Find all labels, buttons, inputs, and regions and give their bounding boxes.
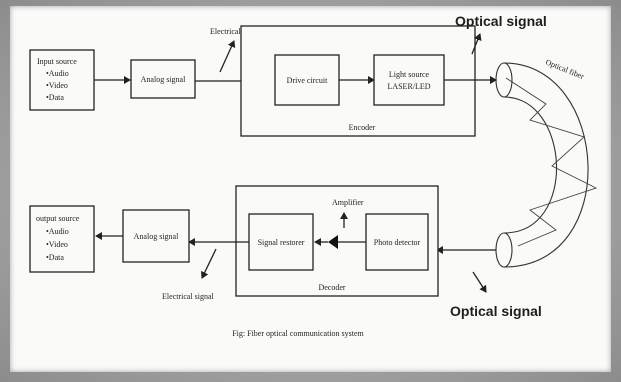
input-item-data: •Data [46,93,64,102]
optical-signal-label-top: Optical signal [455,13,547,29]
optical-signal-label-bottom: Optical signal [450,303,542,319]
amplifier-triangle [328,235,338,249]
output-source-box [29,205,95,273]
drive-circuit-label: Drive circuit [287,76,328,85]
light-source-box [373,54,445,106]
input-item-audio: •Audio [46,69,69,78]
light-source-line1: Light source [389,70,430,79]
analog-signal-box-bottom [122,209,190,263]
light-source-line2: LASER/LED [387,82,430,91]
photo-detector-box [365,213,429,271]
electrical-signal-label-bottom: Electrical signal [162,292,215,301]
analog-signal-label-top: Analog signal [141,75,186,84]
electrical-signal-pointer-bottom [201,248,217,279]
optical-signal-pointer-bottom [472,271,487,293]
slide: Input source •Audio •Video •Data Analog … [10,6,611,372]
analog-signal-label-bottom: Analog signal [134,232,179,241]
encoder-label: Encoder [349,123,376,132]
electrical-signal-pointer-top [219,40,236,73]
optical-signal-pointer-top [471,33,482,55]
output-item-video: •Video [46,240,68,249]
figure-caption: Fig: Fiber optical communication system [232,329,364,338]
output-source-heading: output source [36,214,80,223]
decoder-label: Decoder [318,283,345,292]
output-item-audio: •Audio [46,227,69,236]
electrical-signal-label-top: Electrical signal [210,27,263,36]
fiber-optic-diagram: Input source •Audio •Video •Data Analog … [29,13,598,338]
amplifier-label: Amplifier [332,198,364,207]
analog-signal-box-top [130,59,196,99]
drive-circuit-box [274,54,340,106]
input-source-heading: Input source [37,57,77,66]
output-item-data: •Data [46,253,64,262]
optical-fiber-cable [495,62,598,268]
photo-detector-label: Photo detector [374,238,421,247]
input-source-box [29,49,95,111]
optical-fiber-label: Optical fiber [544,58,585,82]
signal-restorer-label: Signal restorer [258,238,305,247]
input-item-video: •Video [46,81,68,90]
